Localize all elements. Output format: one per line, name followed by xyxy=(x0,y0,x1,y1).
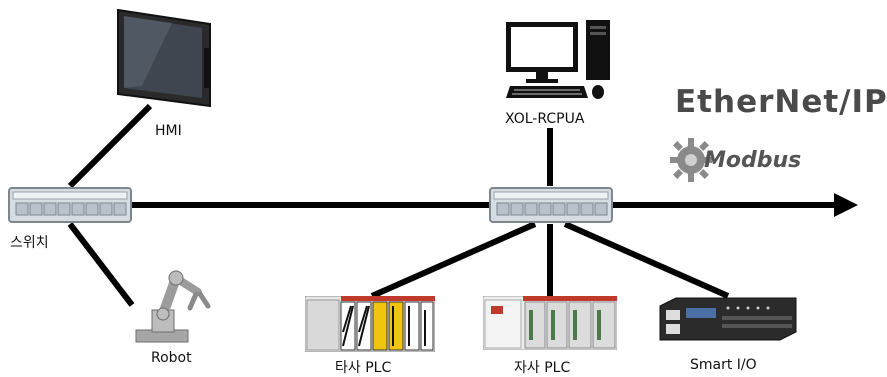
pc-label: XOL-RCPUA xyxy=(505,111,585,127)
robot-link xyxy=(67,222,135,307)
network-switch-icon xyxy=(489,187,613,223)
ethernet-ip-logo: EtherNet/IP™ xyxy=(675,84,887,120)
plc-rack-icon xyxy=(305,296,435,352)
plc-rack-icon xyxy=(483,296,617,350)
smart-io-module-icon xyxy=(659,297,797,341)
robot-arm-icon xyxy=(135,270,211,343)
hmi-panel-icon xyxy=(117,8,211,108)
hmi-link xyxy=(67,103,153,189)
network-switch-icon xyxy=(8,187,132,223)
modbus-gear-icon xyxy=(670,138,712,182)
switch-label: 스위치 xyxy=(10,235,49,251)
own-plc-label: 자사 PLC xyxy=(514,360,571,376)
modbus-logo: Modbus xyxy=(704,148,802,173)
smart-io-label: Smart I/O xyxy=(690,357,757,373)
ethernet-ip-text: EtherNet/IP xyxy=(675,84,887,120)
smart-io-link xyxy=(563,221,730,299)
hmi-label: HMI xyxy=(155,123,182,139)
other-plc-label: 타사 PLC xyxy=(335,360,392,376)
desktop-computer-icon xyxy=(506,20,610,99)
robot-label: Robot xyxy=(151,350,192,366)
other-plc-link xyxy=(370,221,537,299)
backbone-arrowhead xyxy=(834,193,858,217)
